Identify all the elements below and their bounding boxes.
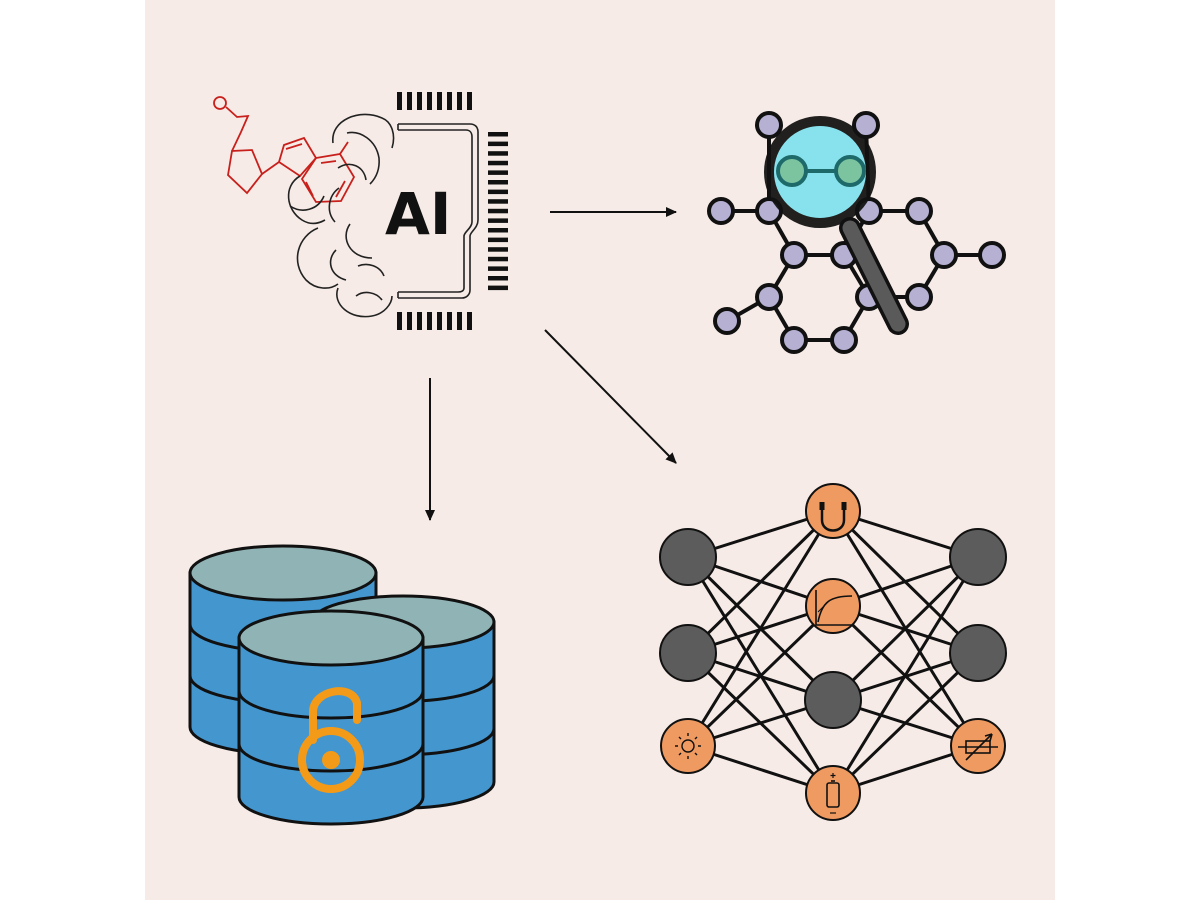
chip-pin: [488, 170, 508, 175]
molecule-atom: [905, 283, 933, 311]
variable-resistor-symbol-icon: [958, 733, 998, 761]
chip-pin: [488, 141, 508, 147]
network-node-dark: [659, 528, 717, 586]
chip-pin: [488, 208, 508, 214]
light-sensor-symbol-icon: [675, 733, 701, 759]
chip-pin: [407, 92, 412, 110]
chip-pin: [488, 266, 508, 271]
chip-pin: [488, 218, 508, 223]
molecule-atom: [780, 241, 808, 269]
chip-pin: [457, 312, 462, 330]
ai-chip-brain-icon: AI: [213, 92, 508, 330]
arrows: [425, 207, 677, 521]
network-nodes: [659, 483, 1007, 821]
chip-pin: [488, 247, 508, 252]
database-icon: [188, 544, 496, 826]
neural-network-icon: [659, 483, 1007, 821]
chip-pin: [407, 312, 412, 330]
cylinder-band: [237, 690, 425, 720]
network-node-sensor: [805, 578, 861, 634]
chip-icon: [397, 123, 479, 299]
molecule-icon: [213, 96, 356, 203]
molecule-search-icon: [707, 111, 1006, 354]
ai-label: AI: [385, 180, 451, 248]
chip-pin: [437, 312, 442, 330]
chip-pins-top: [397, 92, 472, 110]
battery-symbol-icon: [826, 773, 840, 814]
network-node-sensor: [805, 483, 861, 539]
chip-pin: [427, 312, 432, 330]
chip-pin: [488, 256, 508, 262]
chip-pin: [467, 92, 472, 110]
network-node-dark: [949, 624, 1007, 682]
molecule-atom: [852, 111, 880, 139]
cylinder-top: [237, 609, 425, 667]
network-edge: [831, 556, 980, 794]
chip-pin: [488, 228, 508, 233]
diagram-svg: AI: [145, 0, 1055, 900]
network-edge: [831, 651, 980, 795]
magnifying-glass-icon: [764, 116, 909, 335]
magnet-symbol-icon: [819, 502, 847, 532]
chip-pin: [488, 237, 508, 243]
chip-pin: [488, 276, 508, 281]
chip-pin: [437, 92, 442, 110]
chip-pin: [488, 132, 508, 137]
chip-pin: [488, 151, 508, 156]
network-edge: [686, 510, 835, 747]
arrow-to-neural-network: [544, 329, 677, 464]
molecule-atom: [905, 197, 933, 225]
chip-pin: [397, 312, 402, 330]
chip-pin: [488, 160, 508, 166]
chip-pins-right: [488, 132, 508, 291]
molecule-atom: [978, 241, 1006, 269]
chip-pin: [457, 92, 462, 110]
brain-icon: [287, 113, 395, 318]
chip-pin: [488, 189, 508, 195]
chip-pins-bottom: [397, 312, 472, 330]
cylinder-top: [188, 544, 378, 602]
network-node-dark: [659, 624, 717, 682]
network-node-sensor: [950, 718, 1006, 774]
network-node-dark: [804, 671, 862, 729]
chip-pin: [488, 199, 508, 204]
chip-pin: [397, 92, 402, 110]
figure-panel: AI: [145, 0, 1055, 900]
chip-pin: [488, 285, 508, 291]
chip-pin: [447, 312, 452, 330]
molecule-atom: [755, 283, 783, 311]
open-access-lock-icon: [298, 687, 364, 793]
network-edge: [686, 604, 835, 748]
network-edge: [686, 509, 835, 655]
magnified-molecule: [776, 155, 866, 187]
chip-pin: [427, 92, 432, 110]
chip-pin: [488, 180, 508, 185]
magnifier-handle-inner: [842, 220, 906, 332]
cylinder-band: [237, 743, 425, 773]
network-node-sensor: [805, 765, 861, 821]
growth-curve-symbol-icon: [815, 590, 853, 626]
molecule-atom: [780, 326, 808, 354]
network-node-dark: [949, 528, 1007, 586]
chip-pin: [467, 312, 472, 330]
network-node-sensor: [660, 718, 716, 774]
molecule-atom: [713, 307, 741, 335]
molecule-atom: [755, 111, 783, 139]
network-edge: [831, 555, 980, 702]
chip-pin: [417, 312, 422, 330]
chip-pin: [417, 92, 422, 110]
molecule-atom: [830, 326, 858, 354]
molecule-atom: [930, 241, 958, 269]
molecule-atom: [707, 197, 735, 225]
chip-pin: [447, 92, 452, 110]
